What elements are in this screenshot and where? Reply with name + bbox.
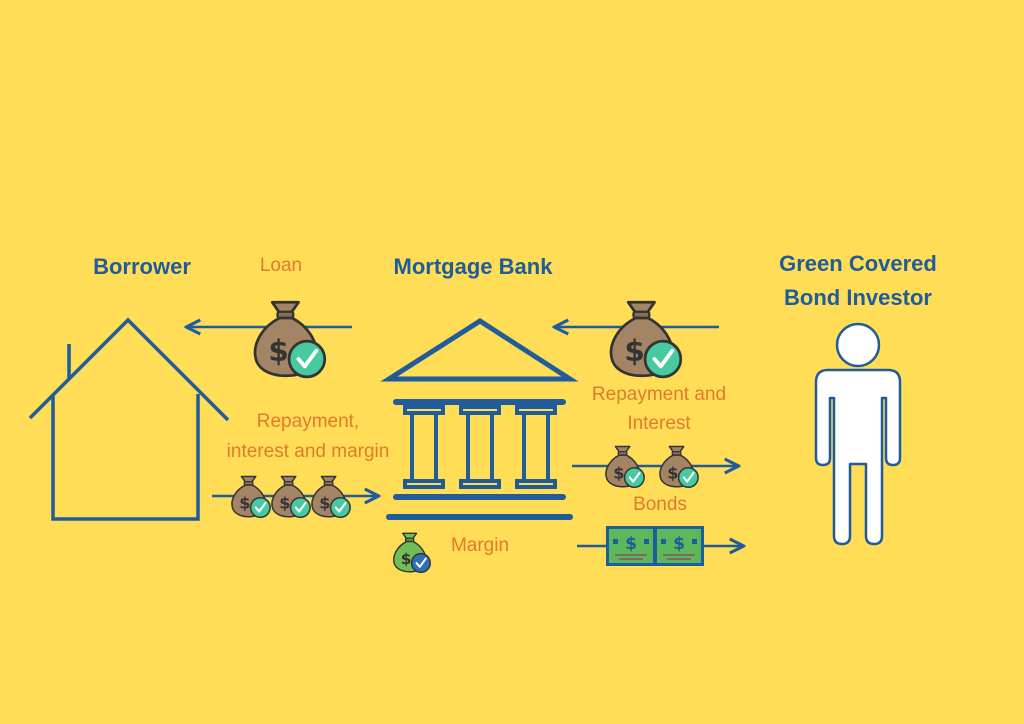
loan-label: Loan	[259, 255, 303, 276]
money-bag-check-icon	[604, 445, 646, 489]
money-bag-check-icon	[310, 475, 352, 519]
mortgage-bank-label: Mortgage Bank	[393, 254, 553, 279]
money-bag-check-icon	[609, 300, 683, 379]
money-bag-check-icon	[230, 475, 272, 519]
repayment-interest-label-line2: Interest	[627, 413, 691, 434]
investor-label-line1: Green Covered	[779, 251, 937, 276]
repayment-margin-label-line1: Repayment,	[256, 411, 360, 432]
margin-money-bag-icon	[392, 532, 432, 574]
banknote-icon	[654, 526, 704, 566]
money-bag-check-icon	[658, 445, 700, 489]
banknote-icon	[606, 526, 656, 566]
investor-label-line2: Bond Investor	[784, 285, 932, 310]
bank-building-icon	[380, 318, 579, 520]
house-icon	[28, 317, 230, 521]
repayment-interest-label-line1: Repayment and	[591, 384, 727, 405]
money-bag-check-icon	[270, 475, 312, 519]
margin-label: Margin	[450, 535, 510, 556]
borrower-label: Borrower	[93, 254, 191, 279]
person-icon	[814, 322, 902, 546]
repayment-margin-label-line2: interest and margin	[226, 441, 390, 462]
bonds-label: Bonds	[633, 494, 687, 515]
money-bag-check-icon	[253, 300, 327, 379]
